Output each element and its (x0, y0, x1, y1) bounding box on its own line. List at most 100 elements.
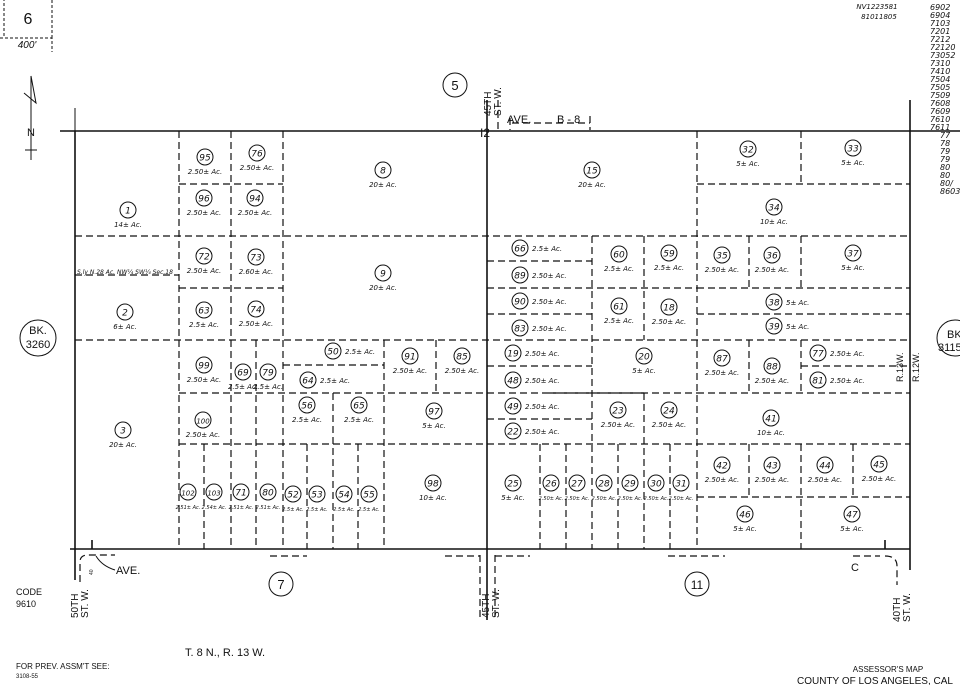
parcel-87[interactable]: 872.50± Ac. (705, 349, 740, 377)
parcel-88[interactable]: 882.50± Ac. (755, 357, 790, 385)
parcel-3[interactable]: 320± Ac. (109, 421, 137, 449)
parcel-number: 103 (207, 490, 220, 498)
parcel-number: 50 (327, 348, 339, 358)
parcel-52[interactable]: 522.5± Ac. (282, 485, 304, 513)
parcel-23[interactable]: 232.50± Ac. (601, 401, 636, 429)
parcel-46[interactable]: 465± Ac. (733, 505, 757, 533)
parcel-27[interactable]: 272.50± Ac. (565, 474, 590, 502)
prev-assmt-label: FOR PREV. ASSM'T SEE: (16, 662, 110, 671)
parcel-55[interactable]: 552.5± Ac. (358, 485, 380, 513)
parcel-99[interactable]: 992.50± Ac. (187, 356, 222, 384)
parcel-number: 81 (812, 377, 823, 387)
parcel-33[interactable]: 335± Ac. (841, 139, 865, 167)
parcel-number: 53 (311, 491, 323, 501)
parcel-80[interactable]: 802.51± Ac. (256, 483, 281, 511)
parcel-72[interactable]: 722.50± Ac. (187, 247, 222, 275)
parcel-number-circle (453, 347, 471, 365)
parcel-94[interactable]: 942.50± Ac. (238, 189, 273, 217)
parcel-number-circle (335, 485, 353, 503)
adjacent-map-7: 7 (268, 571, 294, 597)
parcel-36[interactable]: 36 2.50± Ac. (755, 246, 790, 274)
revision-code: 7505 (930, 83, 950, 92)
parcel-50[interactable]: 50 2.5± Ac. (324, 342, 375, 360)
parcel-number: 36 (766, 252, 778, 262)
parcel-44[interactable]: 442.50± Ac. (808, 456, 843, 484)
parcel-79[interactable]: 792.5± Ac. (253, 363, 283, 391)
parcel-number-circle (504, 344, 522, 362)
parcel-91[interactable]: 912.50± Ac. (393, 347, 428, 375)
parcel-1[interactable]: 114± Ac. (114, 201, 142, 229)
parcel-number: 66 (514, 245, 526, 255)
parcel-54[interactable]: 542.5± Ac. (333, 485, 355, 513)
parcel-85[interactable]: 852.50± Ac. (445, 347, 480, 375)
parcel-25[interactable]: 255± Ac. (501, 474, 525, 502)
parcel-97[interactable]: 975± Ac. (422, 402, 446, 430)
parcel-acreage: 2.50± Ac. (239, 320, 274, 328)
street-corner-mark: I2 (480, 126, 490, 140)
page-number-box: 6 400' (0, 0, 53, 52)
parcel-30[interactable]: 302.50± Ac. (644, 474, 669, 502)
revision-code: 80 (940, 171, 950, 180)
code-label: CODE (16, 587, 42, 597)
parcel-acreage: 2.5± Ac. (292, 416, 322, 424)
parcel-69[interactable]: 692.5± Ac. (228, 363, 258, 391)
parcel-53[interactable]: 532.5± Ac. (306, 485, 328, 513)
revision-code: 73052 (930, 51, 955, 60)
parcel-31[interactable]: 312.50± Ac. (669, 474, 694, 502)
parcel-acreage: 2.5± Ac. (345, 348, 375, 356)
parcel-37[interactable]: 375± Ac. (841, 244, 865, 272)
parcel-56[interactable]: 562.5± Ac. (292, 396, 322, 424)
parcel-73[interactable]: 732.60± Ac. (239, 248, 274, 276)
parcel-63[interactable]: 632.5± Ac. (189, 301, 219, 329)
parcel-20[interactable]: 205± Ac. (632, 347, 656, 375)
parcel-26[interactable]: 262.50± Ac. (539, 474, 564, 502)
parcel-number: 19 (507, 350, 519, 360)
parcel-65[interactable]: 652.5± Ac. (344, 396, 374, 424)
parcel-71[interactable]: 712.51± Ac. (229, 483, 254, 511)
parcel-96[interactable]: 962.50± Ac. (187, 189, 222, 217)
parcel-24[interactable]: 242.50± Ac. (652, 401, 687, 429)
parcel-42[interactable]: 422.50± Ac. (705, 456, 740, 484)
parcel-acreage: 2.50± Ac. (755, 266, 790, 274)
parcel-2[interactable]: 26± Ac. (113, 303, 137, 331)
parcel-43[interactable]: 432.50± Ac. (755, 456, 790, 484)
parcel-59[interactable]: 592.5± Ac. (654, 244, 684, 272)
parcel-18[interactable]: 182.50± Ac. (652, 298, 687, 326)
parcel-95[interactable]: 952.50± Ac. (188, 148, 223, 176)
parcel-47[interactable]: 475± Ac. (840, 505, 864, 533)
parcel-60[interactable]: 602.5± Ac. (604, 245, 634, 273)
parcel-28[interactable]: 282.50± Ac. (592, 474, 617, 502)
parcel-9[interactable]: 920± Ac. (369, 264, 397, 292)
parcel-29[interactable]: 292.50± Ac. (618, 474, 643, 502)
parcel-76[interactable]: 762.50± Ac. (240, 144, 275, 172)
parcel-74[interactable]: 742.50± Ac. (239, 300, 274, 328)
parcel-45[interactable]: 452.50± Ac. (862, 455, 897, 483)
parcel-32[interactable]: 325± Ac. (736, 140, 760, 168)
parcel-35[interactable]: 352.50± Ac. (705, 246, 740, 274)
parcel-number-circle (504, 397, 522, 415)
code-value: 9610 (16, 599, 36, 609)
parcel-8[interactable]: 820± Ac. (369, 161, 397, 189)
parcel-61[interactable]: 612.5± Ac. (604, 297, 634, 325)
